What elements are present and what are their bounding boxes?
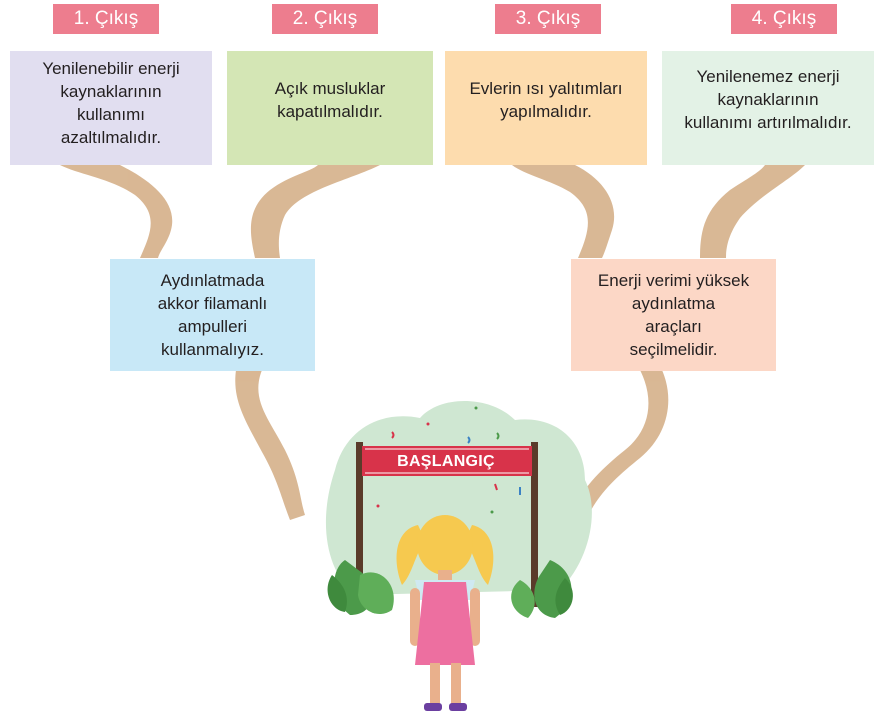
exit-2-label: 2. Çıkış bbox=[272, 4, 378, 34]
exit-1-box: Yenilenebilir enerji kaynaklarının kulla… bbox=[10, 51, 212, 165]
start-banner-text: BAŞLANGIÇ bbox=[397, 453, 495, 470]
exit-3-box: Evlerin ısı yalıtımları yapılmalıdır. bbox=[445, 51, 647, 165]
exit-4-text: Yenilenemez enerji kaynaklarının kullanı… bbox=[684, 67, 852, 132]
path-exit-2 bbox=[250, 165, 380, 258]
path-exit-4 bbox=[700, 165, 805, 258]
path-right-lower bbox=[568, 370, 669, 522]
exit-3-label: 3. Çıkış bbox=[495, 4, 601, 34]
path-exit-1 bbox=[60, 165, 173, 258]
path-left-lower bbox=[235, 370, 305, 520]
exit-2-text: Açık musluklar kapatılmalıdır. bbox=[274, 79, 386, 121]
exit-2-box: Açık musluklar kapatılmalıdır. bbox=[227, 51, 433, 165]
exit-1-text: Yenilenebilir enerji kaynaklarının kulla… bbox=[42, 59, 180, 147]
path-exit-3 bbox=[512, 165, 615, 258]
middle-left-box: Aydınlatmada akkor filamanlı ampulleri k… bbox=[110, 259, 315, 371]
middle-left-text: Aydınlatmada akkor filamanlı ampulleri k… bbox=[157, 271, 268, 359]
middle-right-box: Enerji verimi yüksek aydınlatma araçları… bbox=[571, 259, 776, 371]
exit-3-text: Evlerin ısı yalıtımları yapılmalıdır. bbox=[469, 79, 623, 121]
middle-right-text: Enerji verimi yüksek aydınlatma araçları… bbox=[597, 271, 750, 359]
exit-1-label: 1. Çıkış bbox=[53, 4, 159, 34]
exit-4-label: 4. Çıkış bbox=[731, 4, 837, 34]
exit-4-box: Yenilenemez enerji kaynaklarının kullanı… bbox=[662, 51, 874, 165]
